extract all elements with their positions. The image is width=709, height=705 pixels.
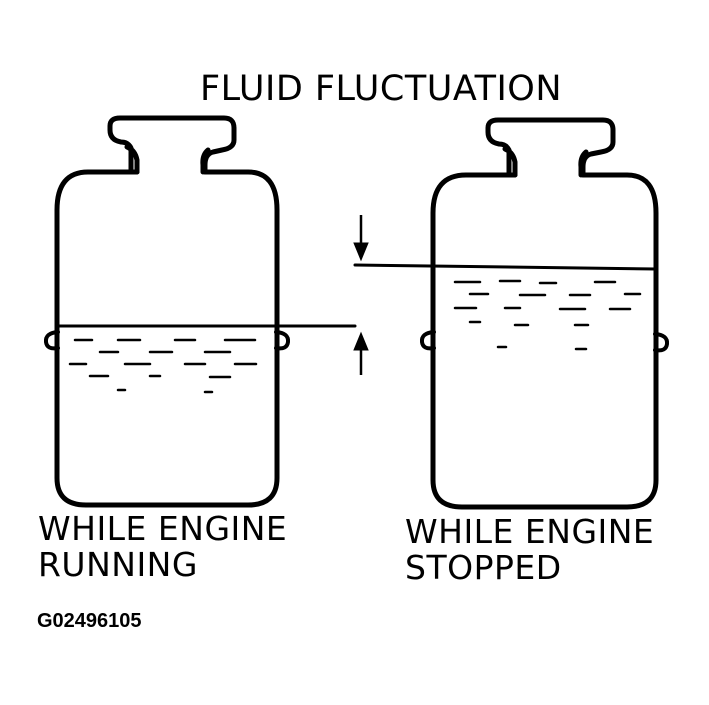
right-fluid-level-line	[353, 263, 658, 271]
right-reservoir	[353, 117, 670, 510]
right-reservoir-tab-left	[419, 330, 436, 351]
right-caption-line2: STOPPED	[405, 548, 562, 588]
left-reservoir-tab-right	[274, 330, 291, 351]
left-caption-line2: RUNNING	[38, 545, 198, 585]
down-arrow-head	[353, 242, 369, 262]
left-reservoir-neck	[124, 144, 211, 175]
up-arrow-head	[353, 331, 369, 351]
right-caption-line1: WHILE ENGINE	[405, 512, 655, 551]
right-reservoir-caption: WHILE ENGINE STOPPED	[405, 512, 655, 588]
left-reservoir-cap	[107, 115, 237, 175]
right-fluid-surface-marks	[453, 279, 642, 351]
figure-id: G02496105	[37, 610, 142, 632]
fluctuation-arrows	[353, 215, 369, 375]
right-reservoir-tab-right	[653, 332, 670, 353]
left-reservoir-body	[54, 169, 280, 508]
right-reservoir-cap	[485, 117, 616, 178]
right-reservoir-neck	[502, 146, 589, 178]
right-reservoir-body	[430, 172, 659, 510]
left-fluid-surface-marks	[68, 338, 258, 394]
left-caption-line1: WHILE ENGINE	[38, 509, 288, 548]
left-reservoir-tab-left	[43, 330, 60, 351]
left-reservoir-caption: WHILE ENGINE RUNNING	[38, 509, 288, 585]
diagram-title: FLUID FLUCTUATION	[200, 69, 563, 109]
left-reservoir	[43, 115, 357, 508]
